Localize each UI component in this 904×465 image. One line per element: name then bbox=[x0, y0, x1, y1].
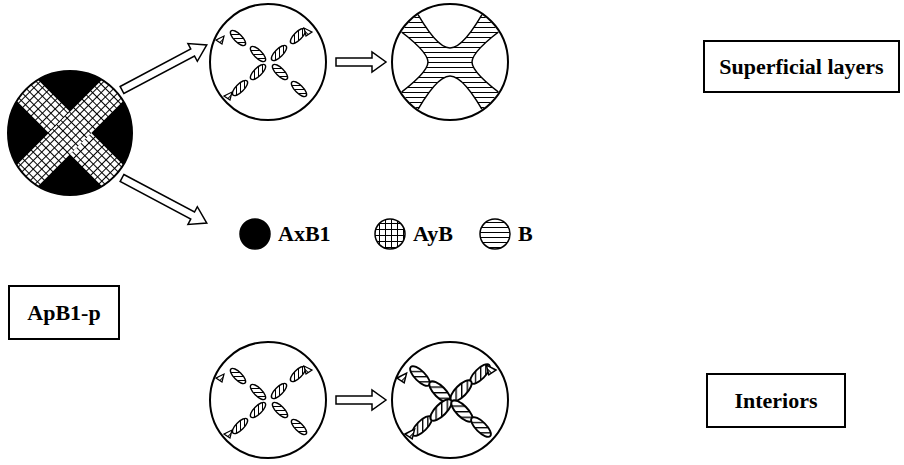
precipitate bbox=[468, 414, 494, 440]
label-box: Superficial layers bbox=[703, 40, 900, 93]
precipitate-circle bbox=[210, 342, 326, 458]
hollow-arrow bbox=[336, 52, 386, 72]
label-box: Interiors bbox=[706, 373, 846, 428]
hollow-arrow bbox=[117, 169, 211, 232]
box-label: ApB1-p bbox=[27, 300, 100, 325]
precipitate bbox=[216, 374, 224, 382]
precipitate bbox=[224, 430, 232, 438]
legend-label: AyB bbox=[413, 221, 453, 246]
precipitate bbox=[269, 43, 289, 63]
precipitate bbox=[397, 373, 407, 383]
hollow-arrow bbox=[336, 390, 386, 410]
circle-outline bbox=[8, 71, 132, 195]
precipitate bbox=[269, 381, 289, 401]
legend-swatch-box bbox=[478, 217, 512, 251]
box-label: Superficial layers bbox=[719, 54, 883, 79]
precipitate bbox=[230, 416, 250, 436]
legend-swatch bbox=[375, 219, 405, 249]
circle-outline bbox=[392, 4, 508, 120]
legend-label: AxB1 bbox=[278, 221, 331, 246]
precipitate bbox=[248, 400, 268, 420]
surface-circle bbox=[388, 0, 512, 124]
legend-item: AxB1 bbox=[238, 217, 331, 251]
legend-label: B bbox=[518, 221, 533, 246]
precipitate bbox=[248, 44, 268, 64]
precipitate bbox=[289, 79, 309, 99]
label-box: ApB1-p bbox=[8, 285, 120, 340]
initial-microstructure bbox=[0, 52, 151, 215]
precipitate bbox=[230, 78, 250, 98]
legend-swatch bbox=[240, 219, 270, 249]
circle-outline bbox=[210, 4, 326, 120]
circle-outline bbox=[392, 342, 508, 458]
precipitate bbox=[405, 429, 415, 439]
precipitate bbox=[248, 62, 268, 82]
legend-swatch-box bbox=[373, 217, 407, 251]
b-phase-region bbox=[388, 0, 512, 124]
precipitate bbox=[216, 36, 224, 44]
precipitate bbox=[304, 366, 312, 374]
interior-circle bbox=[392, 342, 508, 458]
hollow-arrow bbox=[117, 36, 211, 99]
precipitate bbox=[270, 62, 290, 82]
box-label: Interiors bbox=[734, 388, 817, 413]
precipitate bbox=[304, 28, 312, 36]
hatched-band bbox=[0, 52, 151, 215]
legend-item: B bbox=[478, 217, 533, 251]
circle-outline bbox=[210, 342, 326, 458]
legend-item: AyB bbox=[373, 217, 453, 251]
precipitate bbox=[427, 396, 455, 424]
precipitate bbox=[228, 366, 248, 386]
precipitate bbox=[224, 92, 232, 100]
precipitate bbox=[289, 417, 309, 437]
legend-swatch bbox=[480, 219, 510, 249]
legend-swatch-box bbox=[238, 217, 272, 251]
precipitate bbox=[228, 28, 248, 48]
hatched-band bbox=[0, 52, 151, 215]
precipitate bbox=[270, 400, 290, 420]
precipitate bbox=[486, 365, 496, 375]
precipitate bbox=[248, 382, 268, 402]
precipitate-circle bbox=[210, 4, 326, 120]
